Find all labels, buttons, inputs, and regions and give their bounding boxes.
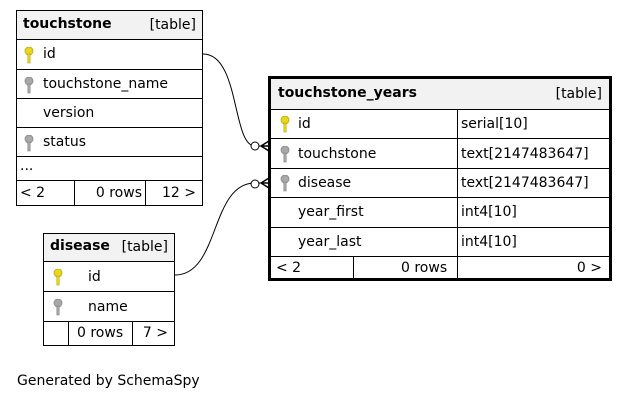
children-count[interactable]: 7 > bbox=[142, 325, 168, 341]
parents-count[interactable]: < 2 bbox=[276, 260, 302, 276]
generated-by-caption: Generated by SchemaSpy bbox=[17, 373, 200, 389]
parents-count[interactable]: < 2 bbox=[20, 185, 46, 201]
table-footer: 0 rows 7 > bbox=[44, 321, 174, 345]
column-name: version bbox=[43, 105, 95, 121]
row-count: 0 rows bbox=[401, 260, 448, 276]
column-type: int4[10] bbox=[461, 234, 517, 250]
table-name: touchstone_years bbox=[278, 85, 417, 101]
column-name: id bbox=[88, 269, 101, 285]
column-row-touchstone_name[interactable]: touchstone_name bbox=[17, 69, 202, 98]
primary-key-icon bbox=[24, 47, 34, 64]
table-tag: [table] bbox=[149, 17, 196, 33]
column-name: id bbox=[298, 116, 311, 132]
table-name: touchstone bbox=[23, 16, 112, 32]
column-name: touchstone bbox=[298, 146, 377, 162]
table-tag: [table] bbox=[121, 239, 168, 255]
column-row-name[interactable]: name bbox=[44, 291, 174, 321]
column-row-year_last[interactable]: year_last int4[10] bbox=[271, 227, 609, 256]
table-disease[interactable]: disease [table] id name 0 rows 7 > bbox=[43, 233, 175, 346]
row-count: 0 rows bbox=[95, 185, 142, 201]
index-key-icon bbox=[24, 135, 34, 152]
table-tag: [table] bbox=[555, 86, 602, 102]
index-key-icon bbox=[280, 175, 290, 192]
table-name: disease bbox=[50, 238, 110, 254]
table-touchstone[interactable]: touchstone [table] id touchstone_name ve… bbox=[16, 10, 203, 206]
column-name: name bbox=[88, 299, 128, 315]
index-key-icon bbox=[53, 299, 63, 316]
index-key-icon bbox=[280, 146, 290, 163]
primary-key-icon bbox=[280, 116, 290, 133]
relation-crowfoot bbox=[260, 140, 270, 152]
relation-crowfoot bbox=[260, 177, 270, 189]
column-type: text[2147483647] bbox=[461, 175, 589, 191]
relation-zero-marker bbox=[250, 179, 260, 189]
column-name: id bbox=[43, 46, 56, 62]
index-key-icon bbox=[24, 77, 34, 94]
column-name: year_first bbox=[298, 204, 364, 220]
table-header: touchstone [table] bbox=[17, 11, 202, 39]
ellipsis-text: ... bbox=[20, 158, 34, 174]
primary-key-icon bbox=[53, 269, 63, 286]
column-type: serial[10] bbox=[461, 116, 528, 132]
relation-disease-to-touchstone_years bbox=[174, 182, 269, 276]
column-row-status[interactable]: status bbox=[17, 127, 202, 156]
column-row-year_first[interactable]: year_first int4[10] bbox=[271, 197, 609, 227]
relation-zero-marker bbox=[250, 141, 260, 151]
column-row-id[interactable]: id bbox=[44, 261, 174, 291]
column-row-id[interactable]: id serial[10] bbox=[271, 109, 609, 138]
column-name: disease bbox=[298, 175, 352, 191]
column-name: year_last bbox=[298, 234, 362, 250]
children-count[interactable]: 12 > bbox=[162, 185, 196, 201]
column-row-touchstone[interactable]: touchstone text[2147483647] bbox=[271, 138, 609, 168]
column-row-id[interactable]: id bbox=[17, 39, 202, 69]
column-row-disease[interactable]: disease text[2147483647] bbox=[271, 168, 609, 197]
column-row-version[interactable]: version bbox=[17, 98, 202, 127]
table-touchstone_years[interactable]: touchstone_years [table] id serial[10] t… bbox=[268, 76, 612, 281]
table-header: disease [table] bbox=[44, 234, 174, 261]
column-type: int4[10] bbox=[461, 204, 517, 220]
table-footer: < 2 0 rows 12 > bbox=[17, 180, 202, 205]
table-footer: < 2 0 rows 0 > bbox=[271, 256, 609, 278]
column-type: text[2147483647] bbox=[461, 146, 589, 162]
row-count: 0 rows bbox=[77, 325, 124, 341]
more-columns-ellipsis[interactable]: ... bbox=[17, 156, 202, 180]
children-count[interactable]: 0 > bbox=[576, 260, 602, 276]
table-header: touchstone_years [table] bbox=[271, 79, 609, 109]
column-name: touchstone_name bbox=[43, 76, 169, 92]
column-name: status bbox=[43, 134, 87, 150]
relation-touchstone-to-touchstone_years bbox=[202, 53, 269, 147]
